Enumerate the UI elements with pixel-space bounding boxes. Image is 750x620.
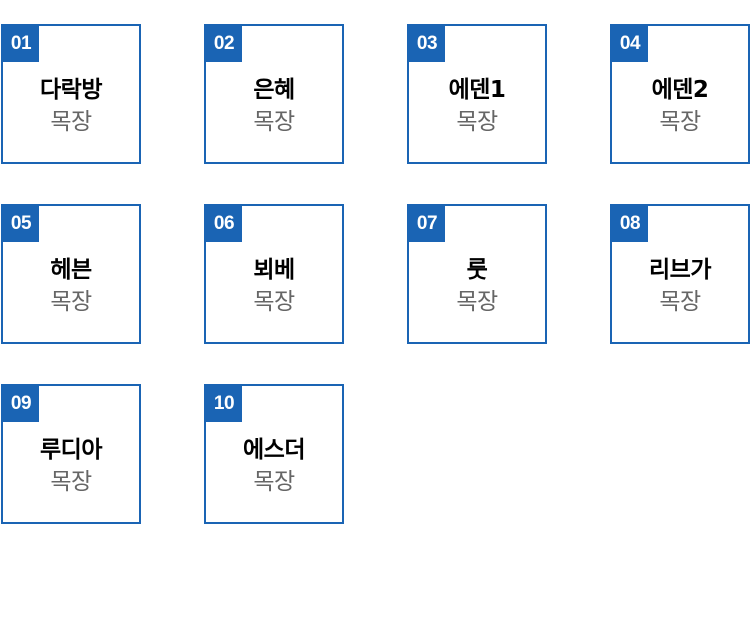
card-name: 에덴1 bbox=[448, 77, 506, 103]
card-suffix: 목장 bbox=[456, 109, 498, 135]
card-number-badge: 07 bbox=[409, 206, 445, 242]
group-card-grid: 01 다락방 목장 02 은혜 목장 03 에덴1 목장 04 에덴2 목장 0… bbox=[1, 24, 750, 524]
group-card-1[interactable]: 01 다락방 목장 bbox=[1, 24, 141, 164]
group-card-9[interactable]: 09 루디아 목장 bbox=[1, 384, 141, 524]
card-number-badge: 06 bbox=[206, 206, 242, 242]
card-name: 에덴2 bbox=[651, 77, 709, 103]
card-number-badge: 02 bbox=[206, 26, 242, 62]
card-name: 은혜 bbox=[253, 77, 295, 103]
card-name: 에스더 bbox=[243, 437, 305, 463]
card-number-badge: 09 bbox=[3, 386, 39, 422]
card-number-badge: 01 bbox=[3, 26, 39, 62]
card-name: 루디아 bbox=[40, 437, 102, 463]
card-number-badge: 10 bbox=[206, 386, 242, 422]
group-card-5[interactable]: 05 헤븐 목장 bbox=[1, 204, 141, 344]
group-card-10[interactable]: 10 에스더 목장 bbox=[204, 384, 344, 524]
card-number-badge: 03 bbox=[409, 26, 445, 62]
card-number-badge: 04 bbox=[612, 26, 648, 62]
group-card-2[interactable]: 02 은혜 목장 bbox=[204, 24, 344, 164]
card-suffix: 목장 bbox=[659, 109, 701, 135]
card-name: 다락방 bbox=[40, 77, 102, 103]
card-name: 리브가 bbox=[649, 257, 711, 283]
card-name: 헤븐 bbox=[50, 257, 92, 283]
group-card-4[interactable]: 04 에덴2 목장 bbox=[610, 24, 750, 164]
card-number-badge: 05 bbox=[3, 206, 39, 242]
card-number-badge: 08 bbox=[612, 206, 648, 242]
group-card-8[interactable]: 08 리브가 목장 bbox=[610, 204, 750, 344]
card-suffix: 목장 bbox=[253, 289, 295, 315]
card-suffix: 목장 bbox=[50, 109, 92, 135]
card-suffix: 목장 bbox=[456, 289, 498, 315]
group-card-3[interactable]: 03 에덴1 목장 bbox=[407, 24, 547, 164]
card-name: 뵈베 bbox=[253, 257, 295, 283]
card-name: 룻 bbox=[466, 257, 488, 283]
card-suffix: 목장 bbox=[253, 469, 295, 495]
group-card-6[interactable]: 06 뵈베 목장 bbox=[204, 204, 344, 344]
card-suffix: 목장 bbox=[50, 469, 92, 495]
card-suffix: 목장 bbox=[253, 109, 295, 135]
card-suffix: 목장 bbox=[50, 289, 92, 315]
card-suffix: 목장 bbox=[659, 289, 701, 315]
group-card-7[interactable]: 07 룻 목장 bbox=[407, 204, 547, 344]
